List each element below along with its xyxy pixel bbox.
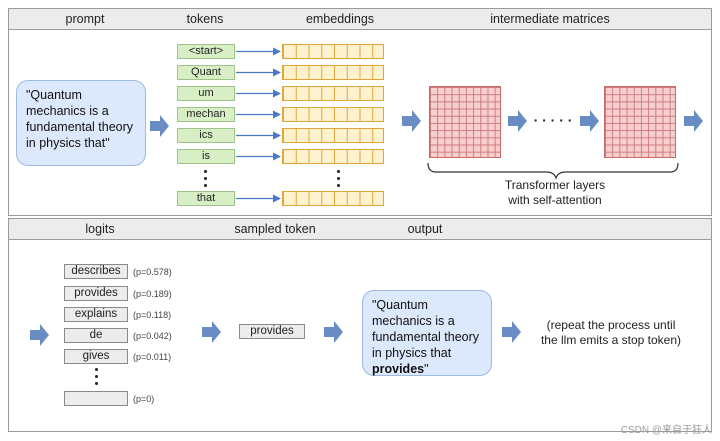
token-ellipsis-dots xyxy=(204,170,207,191)
arrow-embeddings-to-matrices xyxy=(402,110,421,132)
block-arrows xyxy=(30,110,703,346)
logit-token-box: describes xyxy=(64,264,128,279)
intermediate-matrix-last xyxy=(604,86,676,158)
watermark: CSDN @来自于狂人 xyxy=(620,425,712,436)
token-box: um xyxy=(177,86,235,101)
repeat-note-line2: the llm emits a stop token) xyxy=(540,333,682,347)
logit-token-box: provides xyxy=(64,286,128,301)
bottom-header-bar xyxy=(8,218,712,240)
embedding-ellipsis-dots xyxy=(337,170,340,191)
logit-probability: (p=0.011) xyxy=(133,352,172,362)
transformer-caption-line2: with self-attention xyxy=(508,193,602,207)
token-to-embedding-arrows xyxy=(236,47,281,203)
header-tokens: tokens xyxy=(186,12,224,26)
arrow-output-to-repeat xyxy=(502,321,521,343)
transformer-caption: Transformer layers with self-attention xyxy=(470,178,640,208)
logit-probability: (p=0) xyxy=(133,394,155,404)
arrow-matrices-to-next xyxy=(684,110,703,132)
header-logits: logits xyxy=(85,222,115,236)
logit-token-box xyxy=(64,391,128,406)
embedding-vector xyxy=(282,44,384,59)
logit-token-box: gives xyxy=(64,349,128,364)
embedding-vector xyxy=(282,107,384,122)
logit-token-box: explains xyxy=(64,307,128,322)
transformer-caption-line1: Transformer layers xyxy=(504,178,606,192)
token-box: is xyxy=(177,149,235,164)
repeat-note: (repeat the process until the llm emits … xyxy=(526,318,696,348)
embedding-vector xyxy=(282,86,384,101)
arrow-logits-to-sample xyxy=(202,321,221,343)
embedding-vector xyxy=(282,149,384,164)
token-box: mechan xyxy=(177,107,235,122)
arrow-matrix-to-ellipsis xyxy=(508,110,527,132)
embedding-vector xyxy=(282,191,384,206)
token-box: ics xyxy=(177,128,235,143)
repeat-note-line1: (repeat the process until xyxy=(546,318,676,332)
embedding-vector xyxy=(282,128,384,143)
header-sampled-token: sampled token xyxy=(234,222,316,236)
logit-probability: (p=0.042) xyxy=(133,331,172,341)
arrow-ellipsis-to-matrix xyxy=(580,110,599,132)
arrow-into-logits xyxy=(30,324,49,346)
header-prompt: prompt xyxy=(65,12,105,26)
output-generated-token: provides xyxy=(372,362,425,376)
arrow-prompt-to-tokens xyxy=(150,115,169,137)
top-header-bar xyxy=(8,8,712,30)
embedding-vector xyxy=(282,65,384,80)
logit-probability: (p=0.578) xyxy=(133,267,172,277)
header-embeddings: embeddings xyxy=(305,12,375,26)
logit-probability: (p=0.189) xyxy=(133,289,172,299)
output-close-quote: " xyxy=(424,362,429,376)
logit-probability: (p=0.118) xyxy=(133,310,172,320)
token-box: Quant xyxy=(177,65,235,80)
token-box: that xyxy=(177,191,235,206)
sampled-token-box: provides xyxy=(239,324,305,339)
arrow-sample-to-output xyxy=(324,321,343,343)
output-text: "Quantum mechanics is a fundamental theo… xyxy=(372,298,480,360)
token-box: <start> xyxy=(177,44,235,59)
transformer-brace xyxy=(427,162,679,180)
output-bubble: "Quantum mechanics is a fundamental theo… xyxy=(362,290,492,376)
logit-token-box: de xyxy=(64,328,128,343)
header-intermediate: intermediate matrices xyxy=(490,12,610,26)
intermediate-matrix-first xyxy=(429,86,501,158)
prompt-bubble: "Quantum mechanics is a fundamental theo… xyxy=(16,80,146,166)
header-output: output xyxy=(407,222,443,236)
logit-ellipsis-dots xyxy=(95,368,98,389)
layers-ellipsis: · · · · · xyxy=(533,112,573,128)
